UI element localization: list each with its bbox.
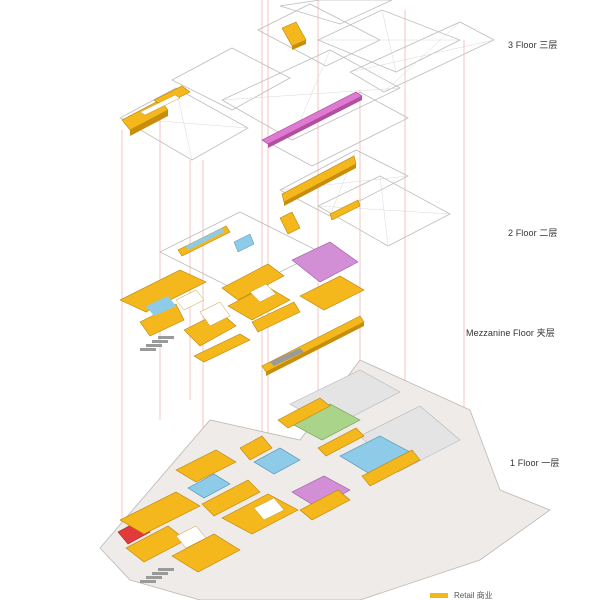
mezzanine-floor-label: Mezzanine Floor 夹层: [466, 328, 555, 338]
floor-3-retail: [121, 21, 363, 148]
floor-2-retail: [119, 155, 365, 363]
mezzanine-retail: [261, 315, 365, 376]
floor-1-label: 1 Floor 一层: [510, 458, 560, 468]
floor-3-cross-lines: [119, 9, 495, 161]
legend-retail-swatch: [430, 592, 448, 598]
legend: Retail 商业: [430, 590, 493, 600]
floor-1-anchors: [117, 403, 411, 545]
floor-2-slab: [159, 149, 451, 293]
floor-3-slab: [119, 0, 495, 167]
floor-2-stairs: [140, 336, 174, 351]
floor-1-stairs: [140, 568, 174, 583]
floor-3-label: 3 Floor 三层: [508, 40, 558, 50]
legend-retail-label: Retail 商业: [454, 590, 493, 600]
floor-2-label: 2 Floor 二层: [508, 228, 558, 238]
floor-1-retail: [119, 397, 421, 573]
